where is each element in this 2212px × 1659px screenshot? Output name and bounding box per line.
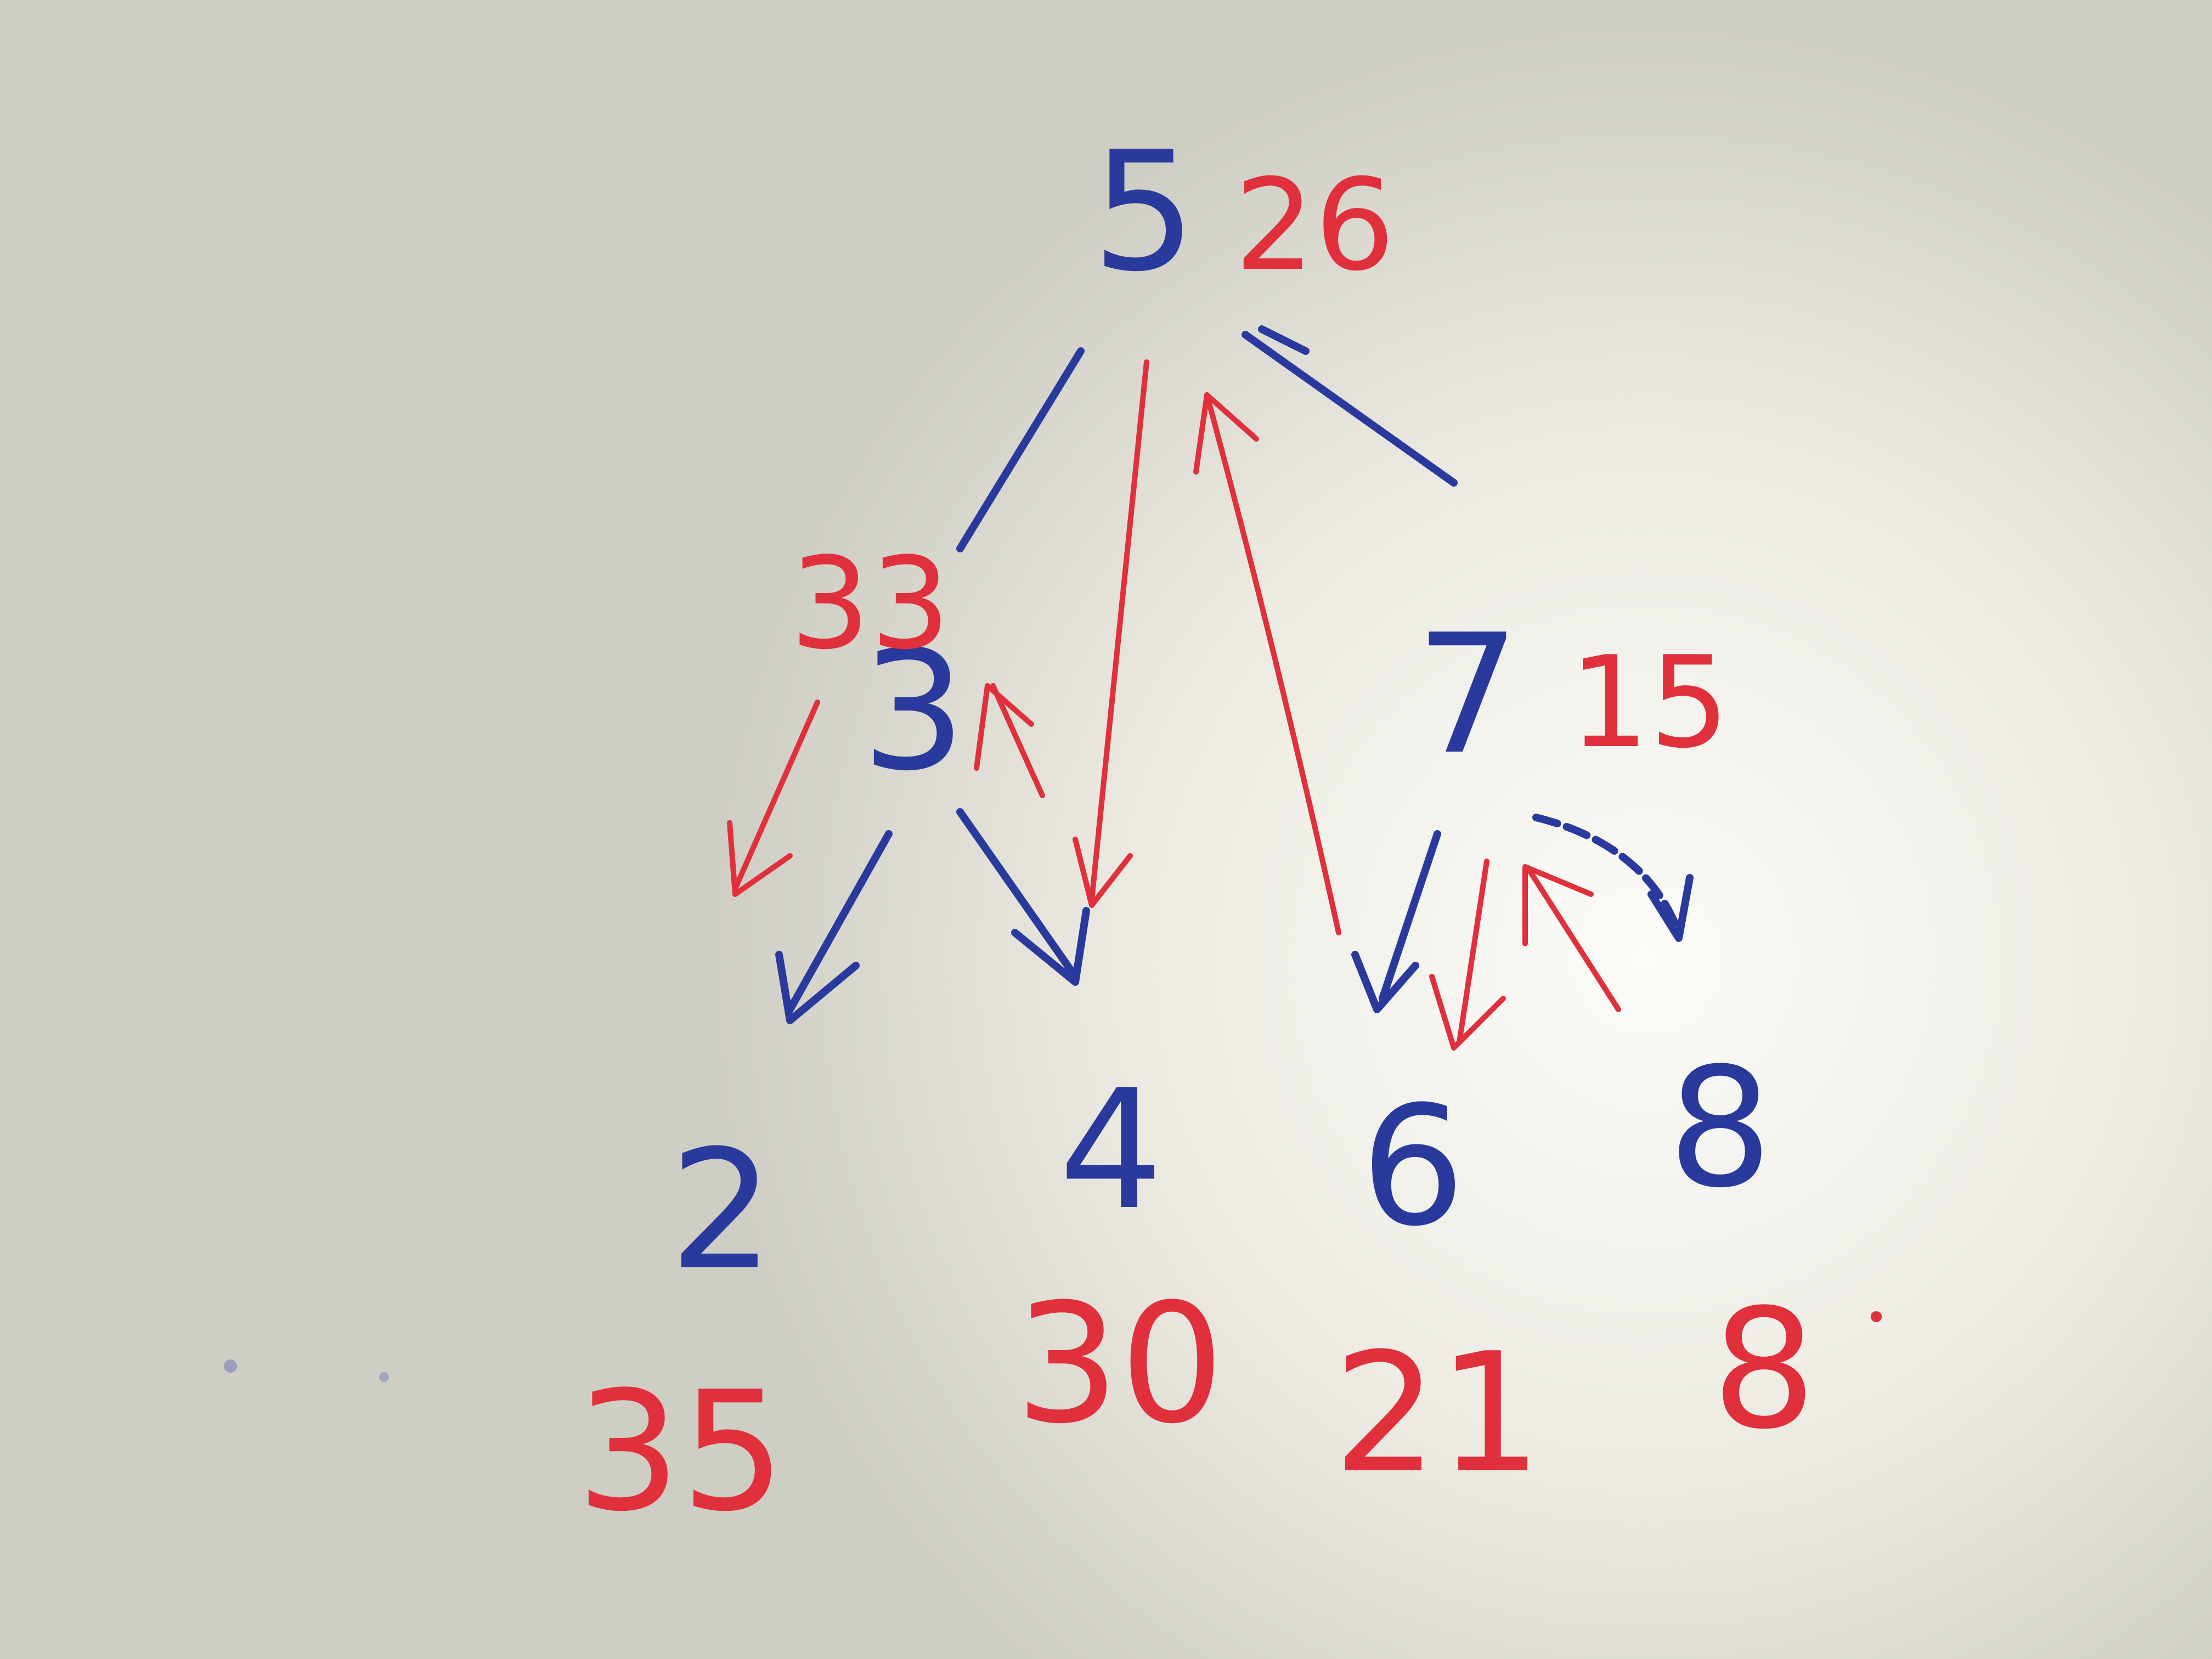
edge-root-right-mark <box>1258 325 1310 355</box>
red-arrow-6-to-root-head <box>1193 392 1259 475</box>
red-arrow-3-down-left <box>732 699 820 891</box>
red-arrow-7-to-6 <box>1457 859 1489 1045</box>
red-arrow-6-to-root <box>1204 392 1341 935</box>
edge-3-to-2-head <box>775 951 860 1024</box>
node-left-left-value: 2 <box>669 1115 774 1306</box>
edge-7-to-6-head <box>1351 951 1419 1013</box>
node-left-right-sum: 30 <box>1015 1268 1224 1460</box>
edge-root-right <box>1242 331 1458 487</box>
edge-7-to-8 <box>1532 814 1683 936</box>
red-arrow-8-to-7-head <box>1522 864 1594 946</box>
ink-smudge <box>379 1372 389 1382</box>
node-right-right-sum: 8 <box>1712 1274 1816 1465</box>
node-right-sum: 15 <box>1569 630 1730 776</box>
red-arrow-root-to-4 <box>1089 359 1149 902</box>
red-arrow-8-to-7 <box>1528 870 1621 1012</box>
edge-root-left <box>956 347 1085 552</box>
edge-7-to-8-head <box>1647 874 1694 942</box>
tree-edges <box>775 325 1694 1024</box>
node-left-right-value: 4 <box>1059 1054 1164 1246</box>
node-right-left-sum: 21 <box>1333 1318 1543 1509</box>
node-left-sum: 33 <box>790 531 951 678</box>
node-right-right-value: 8 <box>1668 1032 1773 1224</box>
red-arrow-root-to-4-head <box>1073 837 1133 908</box>
edge-3-to-4 <box>956 808 1079 980</box>
node-right-value: 7 <box>1415 599 1520 791</box>
red-arrow-3-down-left-head <box>727 820 793 897</box>
accumulated-sums: 26 33 15 35 30 21 8 <box>576 153 1816 1548</box>
ink-smudge <box>224 1359 237 1373</box>
red-arrow-7-to-6-head <box>1429 974 1506 1051</box>
edge-3-to-4-head <box>1011 907 1090 986</box>
node-right-left-value: 6 <box>1361 1071 1465 1262</box>
edge-3-to-2 <box>786 830 893 1013</box>
node-root-sum: 26 <box>1234 153 1395 299</box>
red-arrow-up-into-3-head <box>974 683 1034 771</box>
node-left-value: 3 <box>861 616 966 807</box>
node-left-left-sum: 35 <box>576 1356 786 1548</box>
node-root-value: 5 <box>1092 116 1197 308</box>
ink-dot <box>1871 1311 1882 1322</box>
traversal-arrows <box>727 359 1621 1051</box>
edge-7-to-6 <box>1379 830 1441 1002</box>
node-values: 5 3 7 2 4 6 8 <box>669 116 1773 1306</box>
red-arrow-up-into-3 <box>990 683 1045 798</box>
